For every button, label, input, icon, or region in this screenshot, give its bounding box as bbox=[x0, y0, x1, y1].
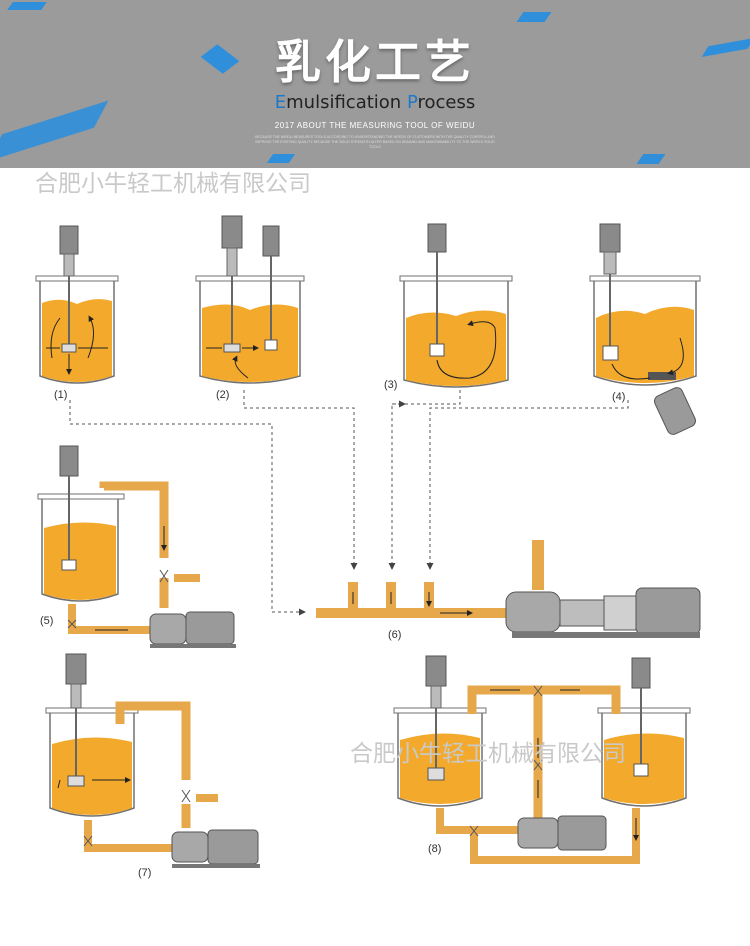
label-8: (8) bbox=[428, 843, 441, 855]
decor-stroke bbox=[636, 154, 666, 164]
watermark: 合肥小牛轻工机械有限公司 bbox=[35, 171, 311, 197]
transfer-lines bbox=[69, 390, 629, 616]
decor-stroke bbox=[266, 154, 296, 163]
motor-icon bbox=[185, 611, 235, 645]
motor-icon bbox=[425, 655, 447, 687]
label-3: (3) bbox=[384, 379, 397, 391]
pump-icon bbox=[517, 817, 559, 849]
tank-5: (5) bbox=[37, 445, 236, 648]
system-8: (8) bbox=[393, 655, 691, 864]
motor-icon bbox=[427, 223, 447, 253]
label-1: (1) bbox=[54, 389, 67, 401]
tank-2: (2) bbox=[195, 215, 305, 401]
motor-icon bbox=[599, 223, 621, 253]
banner-english-title: Emulsification Process bbox=[0, 92, 750, 113]
title-word: rocess bbox=[417, 92, 476, 113]
watermark: 合肥小牛轻工机械有限公司 bbox=[350, 741, 626, 767]
label-6: (6) bbox=[388, 629, 401, 641]
title-word: mulsification bbox=[286, 92, 407, 113]
motor-icon bbox=[557, 815, 607, 851]
motor-icon bbox=[59, 225, 79, 255]
banner-fine-print: BECAUSE THE WEIDU MEASURES TOOLS ACCORDI… bbox=[255, 135, 495, 149]
manifold-6: (6) bbox=[316, 540, 701, 641]
tank-1: (1) bbox=[35, 225, 119, 401]
motor-icon bbox=[262, 225, 280, 257]
banner-subtitle: 2017 ABOUT THE MEASURING TOOL OF WEIDU bbox=[274, 121, 476, 130]
motor-icon bbox=[65, 653, 87, 685]
pump-icon bbox=[171, 831, 209, 863]
pump-icon bbox=[505, 591, 561, 633]
motor-icon bbox=[207, 829, 259, 865]
label-7: (7) bbox=[138, 867, 151, 879]
decor-stroke bbox=[7, 2, 47, 10]
motor-icon bbox=[59, 445, 79, 477]
motor-icon bbox=[221, 215, 243, 249]
label-5: (5) bbox=[40, 615, 53, 627]
title-initial: E bbox=[274, 92, 287, 113]
tank-4: (4) bbox=[589, 223, 701, 435]
decor-stroke bbox=[516, 12, 552, 22]
title-initial: P bbox=[406, 92, 418, 113]
header-banner: 乳化工艺 Emulsification Process 2017 ABOUT T… bbox=[0, 0, 750, 168]
tank-7: (7) bbox=[45, 653, 260, 879]
motor-icon bbox=[631, 657, 651, 689]
motor-icon bbox=[635, 587, 701, 635]
pump-icon bbox=[149, 613, 187, 645]
label-2: (2) bbox=[216, 389, 229, 401]
motor-icon bbox=[654, 387, 696, 435]
banner-chinese-title: 乳化工艺 bbox=[275, 35, 475, 89]
label-4: (4) bbox=[612, 391, 625, 403]
emulsification-process-diagram: (1) (2) (3) ( bbox=[35, 215, 701, 879]
tank-3: (3) bbox=[384, 223, 513, 391]
